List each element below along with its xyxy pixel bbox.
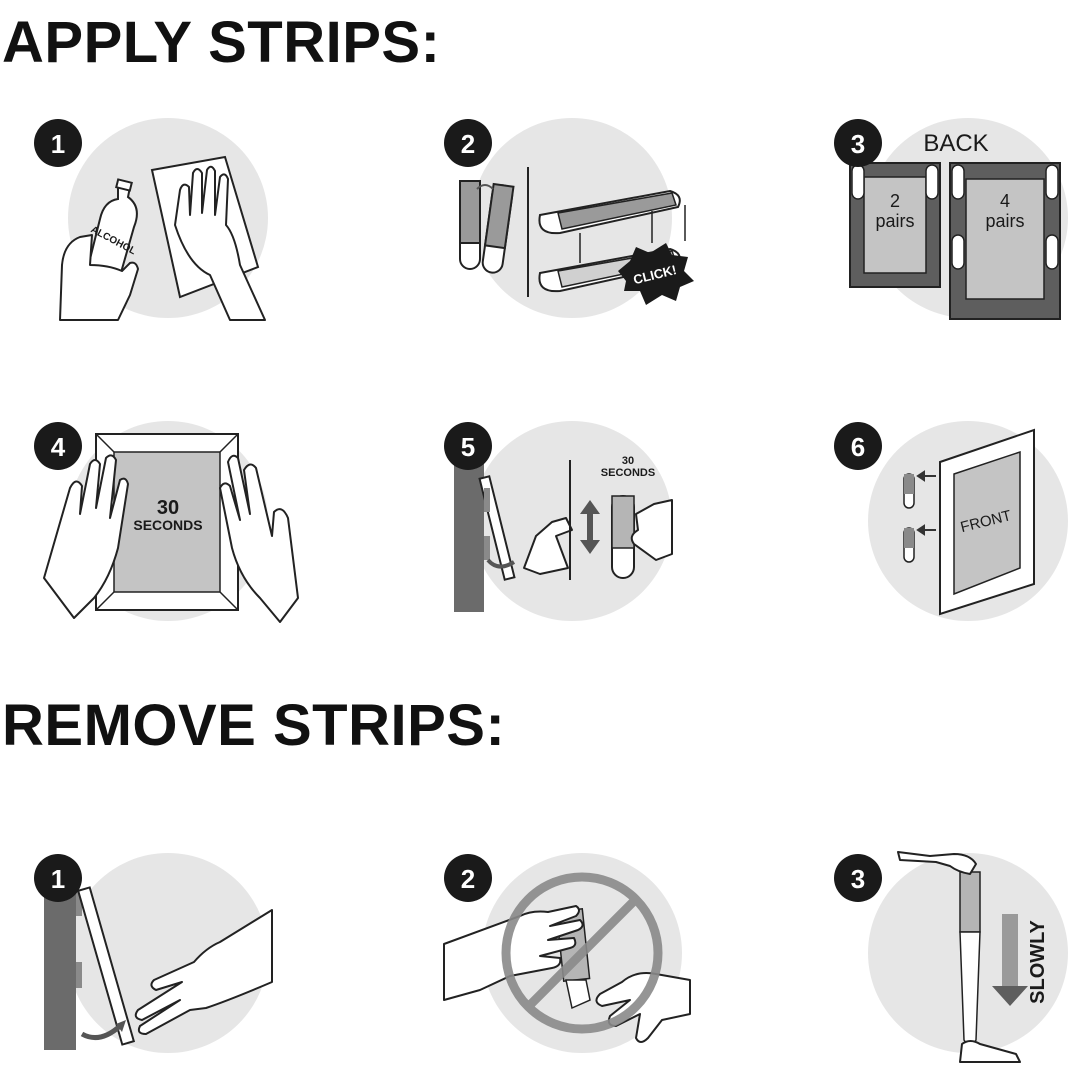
frame-front-icon: FRONT: [939, 428, 1035, 616]
separate-strips-icon: [459, 180, 515, 274]
apply-strips-heading: APPLY STRIPS:: [2, 10, 441, 75]
remove-step-2: 2: [440, 850, 760, 1070]
holding-hand-icon: [59, 234, 139, 321]
pressing-hand-icon: [523, 517, 573, 575]
pressing-left-hand-icon: [43, 454, 129, 619]
step-number-badge: [444, 422, 492, 470]
step-number-badge: [34, 854, 82, 902]
apply-step-4: 30 SECONDS 4: [30, 418, 350, 638]
slowly-label: SLOWLY: [1027, 919, 1049, 1003]
small-frame-back-icon: 2 pairs: [849, 162, 941, 288]
flat-hand-icon: [443, 905, 584, 1001]
small-frame-unit: pairs: [875, 211, 914, 231]
arrow-head-icon: [116, 1020, 126, 1032]
wiping-hand-icon: [174, 165, 266, 321]
step-number: 1: [51, 129, 65, 159]
wall-strips-icon: [903, 473, 915, 563]
click-burst-icon: CLICK!: [618, 243, 694, 305]
small-frame-count: 2: [890, 191, 900, 211]
remove-strips-heading: REMOVE STRIPS:: [2, 693, 506, 758]
swing-arrow-icon: [80, 1024, 122, 1041]
mount-arrow-icon: [916, 470, 936, 536]
apply-step-2: CLICK! 2: [440, 115, 760, 335]
step-number: 2: [461, 864, 475, 894]
time-unit: SECONDS: [601, 467, 655, 479]
apply-step-3: BACK 2 pairs 4 pairs 3: [830, 115, 1071, 335]
step-number-badge: [34, 119, 82, 167]
back-label: BACK: [923, 130, 988, 157]
step-number-badge: [834, 854, 882, 902]
step-number: 1: [51, 864, 65, 894]
large-frame-back-icon: 4 pairs: [949, 162, 1061, 320]
holding-top-hand-icon: [897, 851, 977, 875]
time-unit: SECONDS: [133, 517, 202, 533]
wall-icon: [454, 448, 484, 612]
step-number-badge: [834, 119, 882, 167]
frame-side-icon: [76, 886, 136, 1046]
pressing-right-hand-icon: [219, 454, 299, 623]
step-number-badge: [444, 119, 492, 167]
strip-press-icon: [611, 495, 635, 579]
time-value: 30: [157, 497, 179, 519]
down-arrow-icon: [992, 914, 1028, 1006]
large-frame-count: 4: [1000, 191, 1010, 211]
time-value: 30: [622, 455, 634, 467]
up-down-arrow-icon: [580, 500, 600, 554]
pinching-hand-icon: [630, 499, 673, 561]
step-number-badge: [444, 854, 492, 902]
remove-step-3: SLOWLY 3: [830, 850, 1071, 1070]
step-number-badge: [834, 422, 882, 470]
large-frame-unit: pairs: [985, 211, 1024, 231]
frame-side-icon: [478, 475, 516, 581]
pinching-hand-icon: [595, 972, 691, 1043]
step-number: 6: [851, 432, 865, 462]
holding-bottom-hand-icon: [959, 1040, 1021, 1063]
remove-step-1: 1: [30, 850, 350, 1070]
apply-step-1: ALCOHOL 1: [30, 115, 350, 335]
prohibited-icon: [501, 872, 663, 1034]
step-number: 3: [851, 129, 865, 159]
alcohol-bottle-icon: ALCOHOL: [84, 178, 138, 285]
step-number: 4: [51, 432, 66, 462]
step-number: 3: [851, 864, 865, 894]
swing-arrow-icon: [486, 558, 516, 569]
stretched-strip-icon: [959, 871, 981, 1046]
apply-step-6: FRONT 6: [830, 418, 1071, 638]
step-number: 2: [461, 129, 475, 159]
pulling-hand-icon: [134, 909, 273, 1035]
step-number: 5: [461, 432, 475, 462]
step-number-badge: [34, 422, 82, 470]
apply-step-5: 30 SECONDS 5: [440, 418, 760, 638]
